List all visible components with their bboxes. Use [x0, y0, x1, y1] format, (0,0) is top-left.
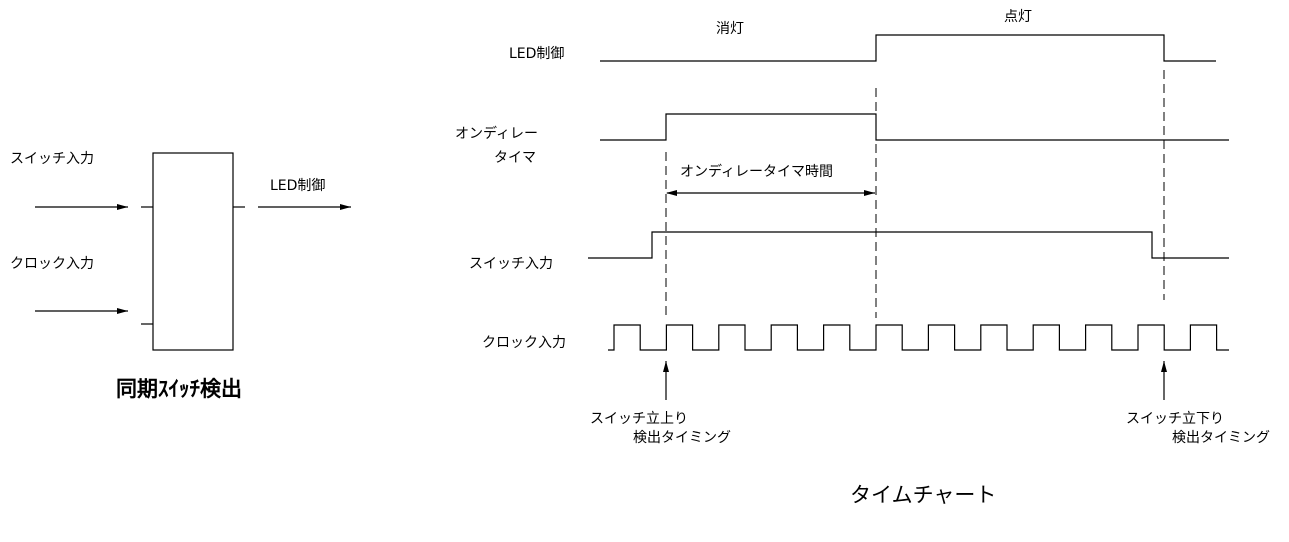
led-signal-label: LED制御: [509, 46, 564, 62]
state-on-label: 点灯: [1004, 9, 1032, 25]
led-output-label: LED制御: [270, 178, 325, 194]
ondelay-signal-label-line2: タイマ: [494, 150, 536, 166]
block-diagram-title: 同期ｽｲｯﾁ検出: [116, 377, 242, 401]
ondelay-signal-label-line1: オンディレー: [455, 125, 538, 142]
state-off-label: 消灯: [716, 21, 744, 37]
timing-chart-title: タイムチャート: [850, 483, 996, 507]
rise-detect-label-line1: スイッチ立上り: [590, 411, 688, 427]
clock-signal-label: クロック入力: [482, 335, 566, 351]
timing-chart: 消灯 点灯 LED制御 オンディレー タイマ スイッチ入力 クロック入力 オンデ…: [455, 9, 1270, 507]
sync-switch-detect-block: [152, 152, 234, 351]
fall-detect-label-line1: スイッチ立下り: [1126, 411, 1224, 427]
rise-detect-label-line2: 検出タイミング: [633, 430, 731, 446]
switch-signal-label: スイッチ入力: [469, 256, 553, 272]
ondelay-time-label: オンディレータイマ時間: [680, 163, 833, 180]
clock-input-label: クロック入力: [10, 256, 94, 272]
switch-input-label: スイッチ入力: [10, 151, 94, 167]
fall-detect-label-line2: 検出タイミング: [1172, 430, 1270, 446]
switch-waveform: [588, 231, 1229, 259]
ondelay-waveform: [600, 113, 1229, 141]
block-diagram: スイッチ入力 クロック入力 LED制御 同期ｽｲｯﾁ検出: [10, 151, 351, 401]
clock-waveform: [608, 324, 1229, 351]
led-waveform: [600, 34, 1216, 62]
